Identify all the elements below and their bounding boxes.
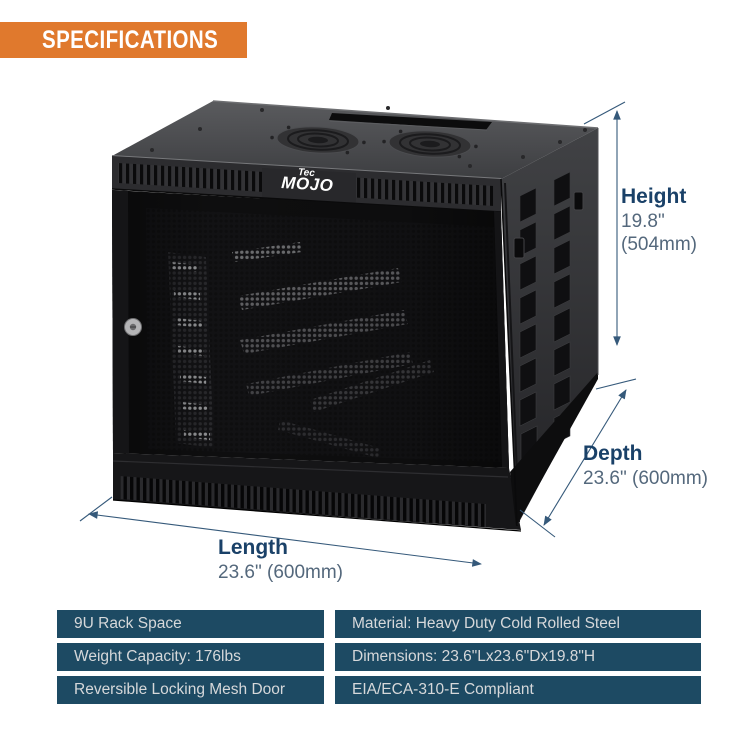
spec-cell-material: Material: Heavy Duty Cold Rolled Steel [335, 610, 701, 638]
brand-script-text: Tec [298, 167, 316, 179]
height-inches: 19.8" [621, 211, 665, 232]
top-screws [150, 106, 587, 168]
depth-label: Depth 23.6" (600mm) [583, 441, 708, 490]
handle-cutout [329, 113, 492, 130]
spec-table: 9U Rack Space Material: Heavy Duty Cold … [57, 610, 701, 704]
length-dimension-line [88, 511, 482, 567]
length-title: Length [218, 536, 288, 559]
length-label: Length 23.6" (600mm) [218, 535, 343, 584]
spec-cell-door: Reversible Locking Mesh Door [57, 676, 324, 704]
height-label: Height 19.8" (504mm) [621, 184, 697, 256]
fan-icon [270, 125, 366, 155]
door-lock-icon [124, 318, 142, 336]
mesh-door [112, 190, 509, 468]
depth-dimension-line [543, 389, 627, 526]
latch-icon [513, 191, 584, 259]
brand-name-text: MOJO [281, 173, 334, 195]
spec-cell-compliance: EIA/ECA-310-E Compliant [335, 676, 701, 704]
banner-title: SPECIFICATIONS [42, 25, 219, 54]
height-title: Height [621, 185, 687, 208]
depth-value: 23.6" (600mm) [583, 468, 709, 489]
spec-cell-weight: Weight Capacity: 176lbs [57, 643, 324, 671]
depth-title: Depth [583, 442, 643, 465]
fan-icon [382, 129, 478, 159]
front-bezel: Tec MOJO [111, 156, 502, 213]
dimension-lines [79, 101, 637, 567]
spec-cell-dimensions: Dimensions: 23.6"Lx23.6"Dx19.8"H [335, 643, 701, 671]
brand-logo: Tec MOJO [281, 167, 334, 195]
length-value: 23.6" (600mm) [218, 562, 344, 583]
spec-cell-rack-space: 9U Rack Space [57, 610, 324, 638]
height-metric: (504mm) [621, 234, 698, 255]
specifications-banner: SPECIFICATIONS [0, 22, 247, 58]
top-panel [111, 100, 599, 180]
